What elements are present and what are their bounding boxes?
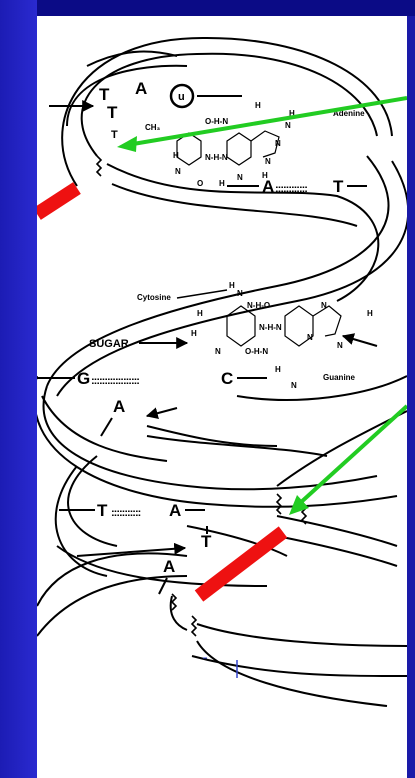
svg-text:N: N — [175, 167, 181, 176]
svg-text:T: T — [333, 177, 344, 196]
svg-text:N: N — [237, 289, 243, 298]
helix-backbone — [37, 36, 407, 707]
svg-text:N: N — [291, 381, 297, 390]
svg-text:N: N — [237, 173, 243, 182]
u-circle-icon — [169, 83, 195, 109]
svg-text:O: O — [197, 179, 203, 188]
svg-text:A: A — [169, 501, 181, 520]
svg-text:::::::::::::::::::: :::::::::::::::::: — [91, 375, 139, 387]
svg-text:C: C — [221, 369, 233, 388]
window-right-border — [407, 16, 415, 778]
svg-text:CH₃: CH₃ — [145, 123, 161, 132]
base-t3: T — [111, 129, 118, 141]
cytosine-label: Cytosine — [137, 293, 171, 302]
svg-text:N: N — [265, 157, 271, 166]
black-arrow-icon — [76, 542, 187, 557]
top-molecule-labels: CH₃ O-H-N N-H-N Adenine H H H H H N N N … — [145, 101, 365, 188]
slide-canvas: T A T T u CH₃ O-H-N N-H-N Adenine H H H … — [37, 16, 407, 778]
svg-text:N-H-N: N-H-N — [205, 153, 228, 162]
middle-molecule-labels: Cytosine N-H-O N-H-N O-H-N SUGAR Guanine… — [89, 281, 378, 390]
black-arrow-icon — [341, 333, 378, 347]
torn-strand-ends — [95, 155, 308, 637]
pair-g-c: G :::::::::::::::::: C — [37, 369, 267, 388]
adenine-label: Adenine — [333, 109, 365, 118]
svg-text:G: G — [77, 369, 90, 388]
svg-text:A: A — [262, 177, 274, 196]
guanine-label: Guanine — [323, 373, 356, 382]
svg-text:N-H-O: N-H-O — [247, 301, 270, 310]
sugar-label: SUGAR — [89, 338, 129, 350]
base-t-low: T — [201, 532, 212, 551]
base-u: u — [178, 91, 185, 103]
svg-text:H: H — [367, 309, 373, 318]
window-left-border — [0, 0, 37, 778]
base-t1: T — [99, 85, 110, 104]
base-a1: A — [135, 79, 147, 98]
svg-text:H: H — [289, 109, 295, 118]
svg-text:O-H-N: O-H-N — [245, 347, 268, 356]
svg-text:N: N — [285, 121, 291, 130]
svg-text:O-H-N: O-H-N — [205, 117, 228, 126]
svg-text:H: H — [191, 329, 197, 338]
base-a-low: A — [163, 557, 175, 576]
window-top-bar — [0, 0, 415, 16]
top-bases: T A T T u — [49, 79, 242, 141]
pair-a-t: A :::::::::::: T — [227, 177, 367, 196]
svg-text:H: H — [197, 309, 203, 318]
lower-bases: A T ::::::::::: A T A — [59, 397, 212, 595]
svg-text:H: H — [219, 179, 225, 188]
svg-text:N: N — [307, 333, 313, 342]
red-bar-icon — [37, 182, 288, 602]
svg-text:H: H — [255, 101, 261, 110]
green-arrow-icon — [117, 96, 407, 515]
svg-text:H: H — [229, 281, 235, 290]
svg-text:H: H — [173, 151, 179, 160]
svg-text:::::::::::::: :::::::::::: — [275, 183, 307, 195]
svg-text:N: N — [321, 301, 327, 310]
svg-text:H: H — [262, 171, 268, 180]
svg-text:N: N — [215, 347, 221, 356]
base-t2: T — [107, 103, 118, 122]
middle-molecule-structure — [226, 305, 342, 347]
svg-text::::::::::::: ::::::::::: — [111, 507, 141, 519]
top-molecule-structure — [176, 130, 280, 166]
black-arrow-icon — [145, 407, 178, 420]
svg-text:H: H — [275, 365, 281, 374]
base-a-mid: A — [113, 397, 125, 416]
svg-text:T: T — [97, 501, 108, 520]
svg-text:N: N — [275, 139, 281, 148]
svg-text:N: N — [337, 341, 343, 350]
dna-diagram: T A T T u CH₃ O-H-N N-H-N Adenine H H H … — [37, 36, 407, 707]
svg-text:N-H-N: N-H-N — [259, 323, 282, 332]
